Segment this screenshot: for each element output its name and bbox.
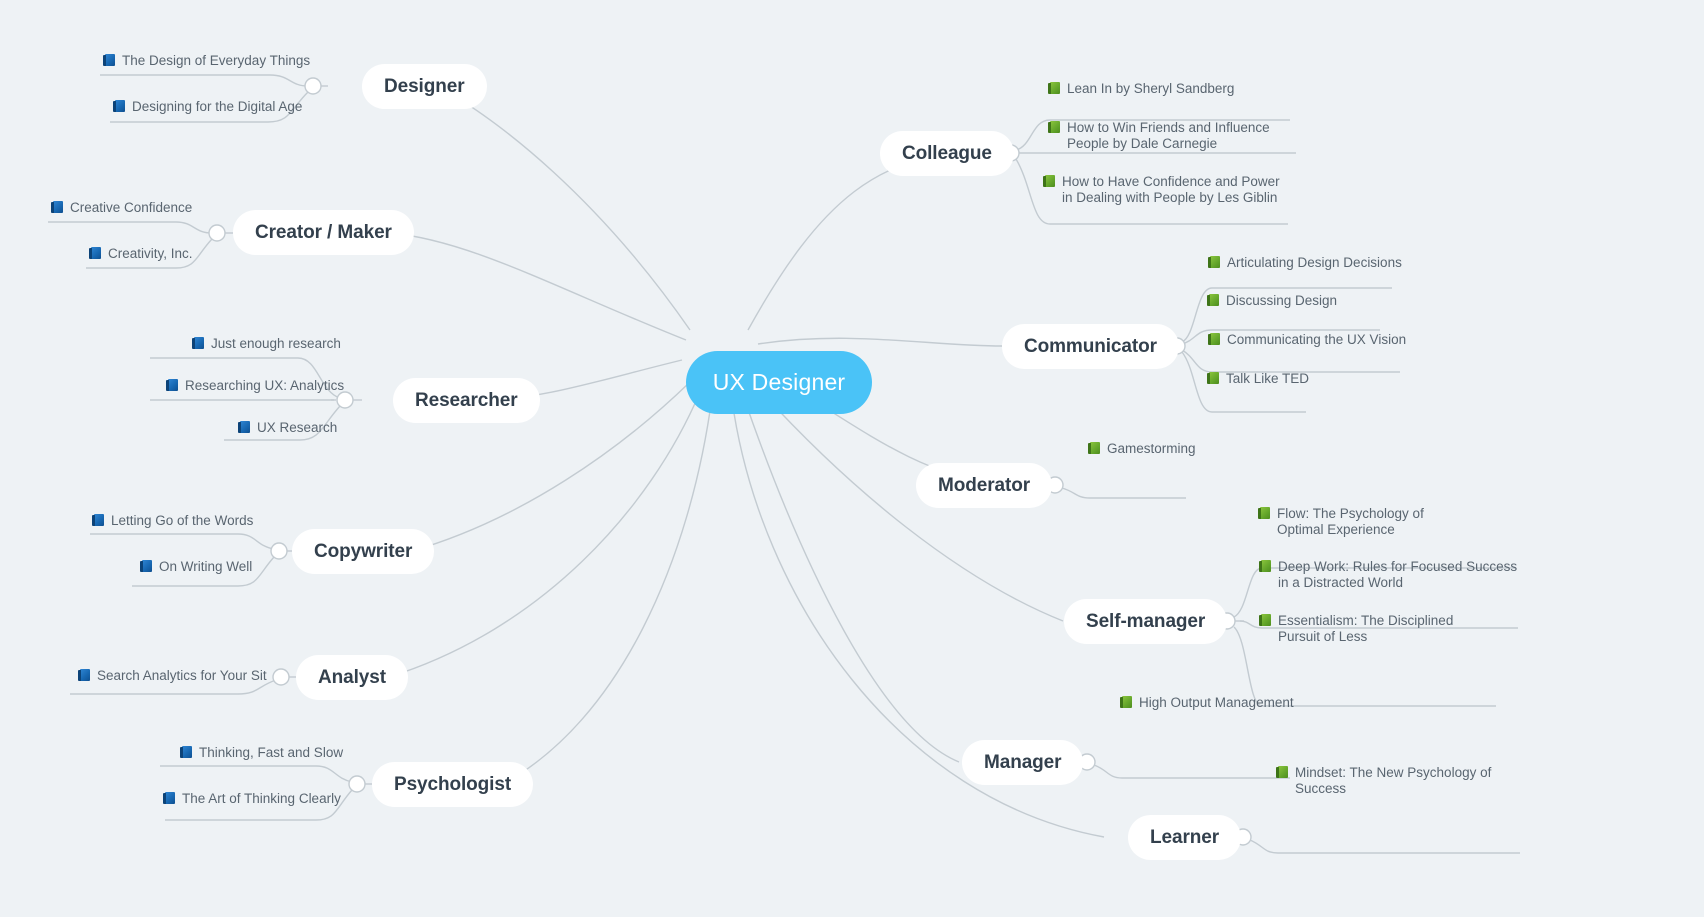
branch-node-designer[interactable]: Designer <box>362 64 487 109</box>
leaf-item[interactable]: Essentialism: The Disciplined Pursuit of… <box>1259 613 1499 644</box>
leaf-item[interactable]: Talk Like TED <box>1207 371 1437 387</box>
leaf-item[interactable]: How to Win Friends and Influence People … <box>1048 120 1296 151</box>
leaf-item[interactable]: Flow: The Psychology of Optimal Experien… <box>1258 506 1473 537</box>
leaf-item[interactable]: UX Research <box>238 420 438 436</box>
node-handle <box>304 77 322 95</box>
leaf-item[interactable]: Designing for the Digital Age <box>113 99 323 115</box>
leaf-item[interactable]: The Art of Thinking Clearly <box>163 791 363 807</box>
leaf-item[interactable]: Creative Confidence <box>51 200 251 216</box>
leaf-label: Researching UX: Analytics <box>185 378 345 393</box>
node-handle <box>270 542 288 560</box>
book-green-icon <box>1048 82 1061 95</box>
leaf-item[interactable]: On Writing Well <box>140 559 340 575</box>
leaf-label: Deep Work: Rules for Focused Success in … <box>1278 559 1518 590</box>
node-handle <box>208 224 226 242</box>
branch-node-moderator[interactable]: Moderator <box>916 463 1052 508</box>
central-node-ux-designer[interactable]: UX Designer <box>686 351 872 414</box>
leaf-label: Lean In by Sheryl Sandberg <box>1067 81 1235 96</box>
leaf-label: The Art of Thinking Clearly <box>182 791 341 806</box>
leaf-label: Articulating Design Decisions <box>1227 255 1402 270</box>
leaf-item[interactable]: Communicating the UX Vision <box>1208 332 1438 348</box>
book-blue-icon <box>238 421 251 434</box>
leaf-label: Just enough research <box>211 336 341 351</box>
book-green-icon <box>1259 614 1272 627</box>
leaf-label: On Writing Well <box>159 559 253 574</box>
branch-node-analyst[interactable]: Analyst <box>296 655 408 700</box>
branch-node-psychologist[interactable]: Psychologist <box>372 762 534 807</box>
leaf-label: Creativity, Inc. <box>108 246 193 261</box>
leaf-label: The Design of Everyday Things <box>122 53 311 68</box>
leaf-label: Search Analytics for Your Sit <box>97 668 267 683</box>
book-blue-icon <box>51 201 64 214</box>
book-blue-icon <box>166 379 179 392</box>
node-handle <box>336 391 354 409</box>
leaf-label: Letting Go of the Words <box>111 513 254 528</box>
leaf-label: Communicating the UX Vision <box>1227 332 1407 347</box>
book-blue-icon <box>92 514 105 527</box>
book-blue-icon <box>103 54 116 67</box>
leaf-item[interactable]: How to Have Confidence and Power in Deal… <box>1043 174 1283 205</box>
leaf-item[interactable]: High Output Management <box>1120 695 1330 711</box>
book-green-icon <box>1276 766 1289 779</box>
branch-node-manager[interactable]: Manager <box>962 740 1084 785</box>
branch-node-copywriter[interactable]: Copywriter <box>292 529 435 574</box>
leaf-item[interactable]: Gamestorming <box>1088 441 1288 457</box>
book-green-icon <box>1043 175 1056 188</box>
leaf-label: UX Research <box>257 420 338 435</box>
leaf-label: Creative Confidence <box>70 200 193 215</box>
book-blue-icon <box>163 792 176 805</box>
leaf-label: Discussing Design <box>1226 293 1338 308</box>
leaf-label: Essentialism: The Disciplined Pursuit of… <box>1278 613 1454 644</box>
leaf-label: Gamestorming <box>1107 441 1196 456</box>
leaf-label: How to Win Friends and Influence People … <box>1067 120 1270 151</box>
book-green-icon <box>1088 442 1101 455</box>
book-blue-icon <box>140 560 153 573</box>
branch-node-creator-maker[interactable]: Creator / Maker <box>233 210 414 255</box>
leaf-label: How to Have Confidence and Power in Deal… <box>1062 174 1280 205</box>
branch-node-colleague[interactable]: Colleague <box>880 131 1014 176</box>
book-green-icon <box>1120 696 1133 709</box>
book-blue-icon <box>192 337 205 350</box>
leaf-item[interactable]: Thinking, Fast and Slow <box>180 745 380 761</box>
leaf-item[interactable]: Researching UX: Analytics <box>166 378 366 394</box>
book-blue-icon <box>113 100 126 113</box>
leaf-item[interactable]: Just enough research <box>192 336 392 352</box>
leaf-item[interactable]: Mindset: The New Psychology of Success <box>1276 765 1526 796</box>
leaf-item[interactable]: Discussing Design <box>1207 293 1437 309</box>
leaf-item[interactable]: Creativity, Inc. <box>89 246 289 262</box>
book-green-icon <box>1208 256 1221 269</box>
branch-node-learner[interactable]: Learner <box>1128 815 1242 860</box>
book-green-icon <box>1259 560 1272 573</box>
book-green-icon <box>1207 294 1220 307</box>
book-green-icon <box>1258 507 1271 520</box>
book-blue-icon <box>89 247 102 260</box>
leaf-item[interactable]: Letting Go of the Words <box>92 513 292 529</box>
leaf-label: High Output Management <box>1139 695 1294 710</box>
leaf-label: Thinking, Fast and Slow <box>199 745 344 760</box>
leaf-label: Flow: The Psychology of Optimal Experien… <box>1277 506 1424 537</box>
branch-node-communicator[interactable]: Communicator <box>1002 324 1179 369</box>
leaf-label: Mindset: The New Psychology of Success <box>1295 765 1492 796</box>
leaf-label: Designing for the Digital Age <box>132 99 303 114</box>
book-blue-icon <box>78 669 91 682</box>
node-handle <box>348 775 366 793</box>
book-green-icon <box>1048 121 1061 134</box>
leaf-item[interactable]: Articulating Design Decisions <box>1208 255 1438 271</box>
leaf-item[interactable]: The Design of Everyday Things <box>103 53 313 69</box>
branch-node-self-manager[interactable]: Self-manager <box>1064 599 1228 644</box>
book-green-icon <box>1208 333 1221 346</box>
leaf-item[interactable]: Lean In by Sheryl Sandberg <box>1048 81 1298 97</box>
leaf-item[interactable]: Search Analytics for Your Sit <box>78 668 288 684</box>
book-blue-icon <box>180 746 193 759</box>
branch-node-researcher[interactable]: Researcher <box>393 378 540 423</box>
book-green-icon <box>1207 372 1220 385</box>
leaf-label: Talk Like TED <box>1226 371 1310 386</box>
leaf-item[interactable]: Deep Work: Rules for Focused Success in … <box>1259 559 1521 590</box>
